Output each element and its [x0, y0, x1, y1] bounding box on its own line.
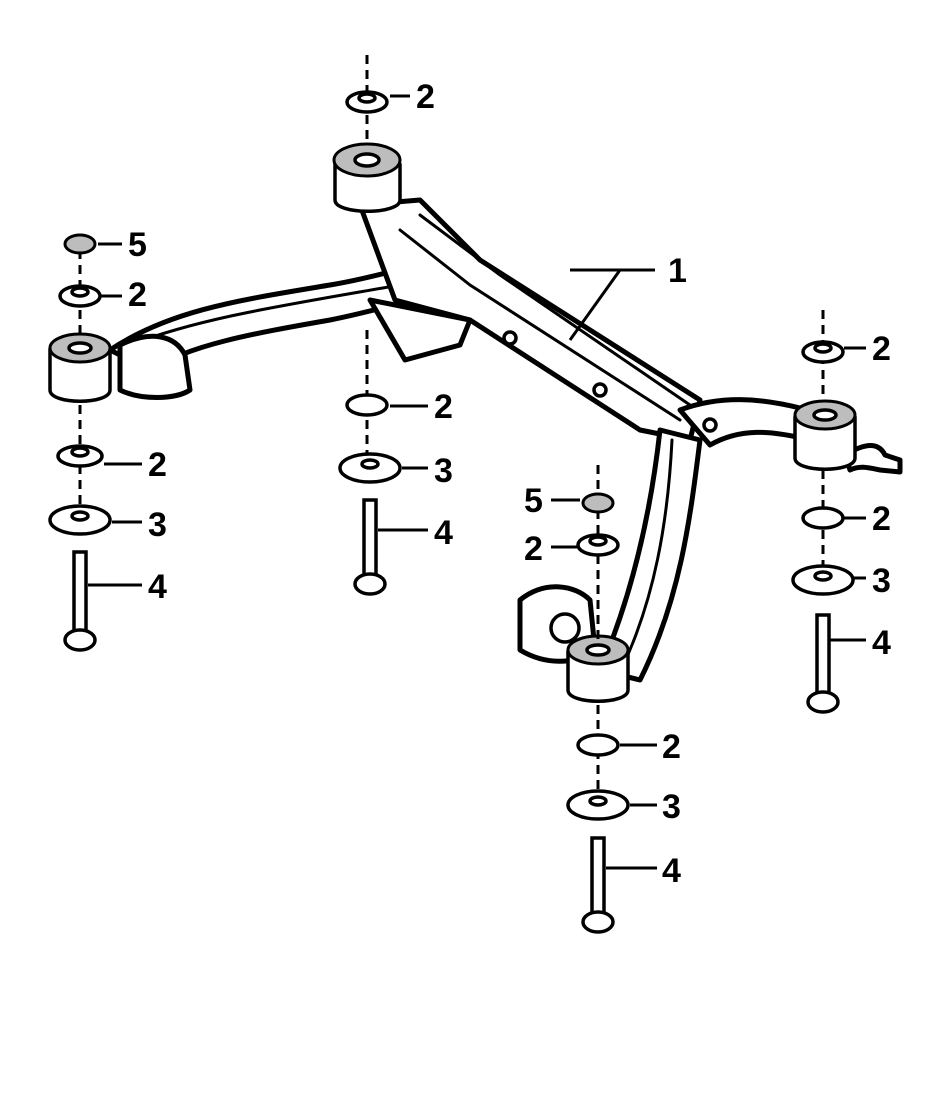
washer-right-upper	[801, 340, 845, 364]
bolt-center	[353, 498, 387, 596]
callout-3-front: 3	[662, 788, 681, 826]
callout-2-left-lower: 2	[148, 446, 167, 484]
callout-1: 1	[668, 252, 687, 290]
nut-front	[581, 492, 615, 514]
bolt-left	[63, 550, 97, 652]
bushing-front	[566, 634, 630, 703]
large-washer-left	[48, 504, 112, 536]
washer-left-lower	[56, 444, 104, 468]
callout-3-center: 3	[434, 452, 453, 490]
callout-4-front: 4	[662, 852, 681, 890]
callout-2-center: 2	[434, 388, 453, 426]
callout-2-left-upper: 2	[128, 276, 147, 314]
callout-2-front-upper: 2	[524, 530, 543, 568]
large-washer-front	[566, 789, 630, 821]
washer-front-upper	[576, 533, 620, 557]
large-washer-center	[338, 452, 402, 484]
bushing-rear-center	[332, 142, 402, 213]
nut-left	[63, 233, 97, 255]
callout-4-center: 4	[434, 514, 453, 552]
callout-2-front-lower: 2	[662, 728, 681, 766]
callout-3-right: 3	[872, 562, 891, 600]
leader-lines	[88, 94, 866, 870]
bolt-right	[806, 613, 840, 714]
large-washer-right	[791, 564, 855, 596]
washer-center	[345, 393, 389, 417]
callout-2-right-lower: 2	[872, 500, 891, 538]
bolt-front	[581, 836, 615, 934]
washer-top-center	[345, 90, 389, 114]
bushing-left	[48, 332, 112, 403]
callout-3-left: 3	[148, 506, 167, 544]
callout-2-right-upper: 2	[872, 330, 891, 368]
rear-subframe	[107, 197, 903, 683]
bushing-right	[793, 399, 857, 471]
callout-2-top-center: 2	[416, 78, 435, 116]
washer-front-lower	[576, 733, 620, 757]
callout-5-front: 5	[524, 482, 543, 520]
washer-right-lower	[801, 506, 845, 530]
callout-5-left: 5	[128, 226, 147, 264]
callout-4-left: 4	[148, 568, 167, 606]
callout-4-right: 4	[872, 624, 891, 662]
washer-left-upper	[58, 284, 102, 308]
